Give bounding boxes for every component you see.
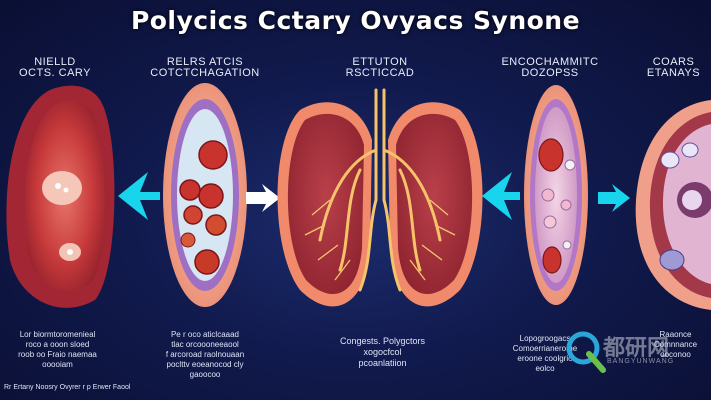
stage-description-2: Pe r oco aticlcaaad tlac orcoooneeaool f…: [165, 330, 245, 379]
organ-panel-3: [277, 88, 483, 307]
stage-description-4: Lopogroogacs Comoerrianerome eroone cool…: [512, 334, 578, 373]
stage-label-2: RELRS ATCIS COTCTCHAGATION: [145, 57, 265, 79]
stage-label-5-line-2: ETANAYS: [646, 67, 701, 79]
stage-description-3: Congests. Polygctors xogocfcol pcoanlati…: [339, 336, 426, 368]
stage-label-1-line-2: OCTS. CARY: [18, 67, 92, 79]
stage-label-1-line-1: NIELLD: [34, 56, 76, 68]
organ-panel-1: [6, 85, 115, 308]
page-title: Polycics Cctary Ovyacs Synone: [130, 6, 581, 35]
stage-label-3: ETTUTON RSCTICCAD: [325, 57, 435, 79]
stage-label-4-line-2: DOZOPSS: [521, 67, 579, 79]
arrow-right-icon-2: [598, 184, 630, 212]
stage-label-3-line-2: RSCTICCAD: [345, 67, 415, 79]
watermark: 都研网 BANGYUNWANG: [563, 328, 711, 374]
stage-label-2-line-2: COTCTCHAGATION: [150, 67, 260, 79]
watermark-text: 都研网: [603, 336, 670, 361]
stage-label-5-line-1: COARS: [652, 56, 695, 68]
organ-panel-5: [635, 100, 711, 310]
stage-label-5: COARS ETANAYS: [636, 57, 711, 79]
arrow-left-icon: [118, 172, 160, 220]
stage-description-1: Lor biormtoromenieal roco a ooon sloed r…: [18, 330, 97, 369]
arrow-right-icon: [246, 184, 280, 212]
stage-label-4-line-1: ENCOCHAMMITC: [501, 56, 599, 68]
stage-label-3-line-1: ETTUTON: [352, 56, 408, 68]
organ-panel-4: [524, 85, 588, 305]
watermark-logo-icon: [566, 331, 606, 373]
stage-description-5: Raaonce Comnnance ooconoo: [653, 330, 698, 359]
watermark-subtext: BANGYUNWANG: [607, 358, 675, 365]
stage-label-2-line-1: RELRS ATCIS: [166, 56, 244, 68]
organ-panel-2: [163, 83, 247, 307]
arrow-left-icon-2: [482, 172, 520, 220]
stage-label-4: ENCOCHAMMITC DOZOPSS: [490, 57, 610, 79]
footer-text: Rr Ertany Noosry Ovyrer r p Erwer Faool: [4, 384, 131, 391]
stage-label-1: NIELLD OCTS. CARY: [10, 57, 100, 79]
